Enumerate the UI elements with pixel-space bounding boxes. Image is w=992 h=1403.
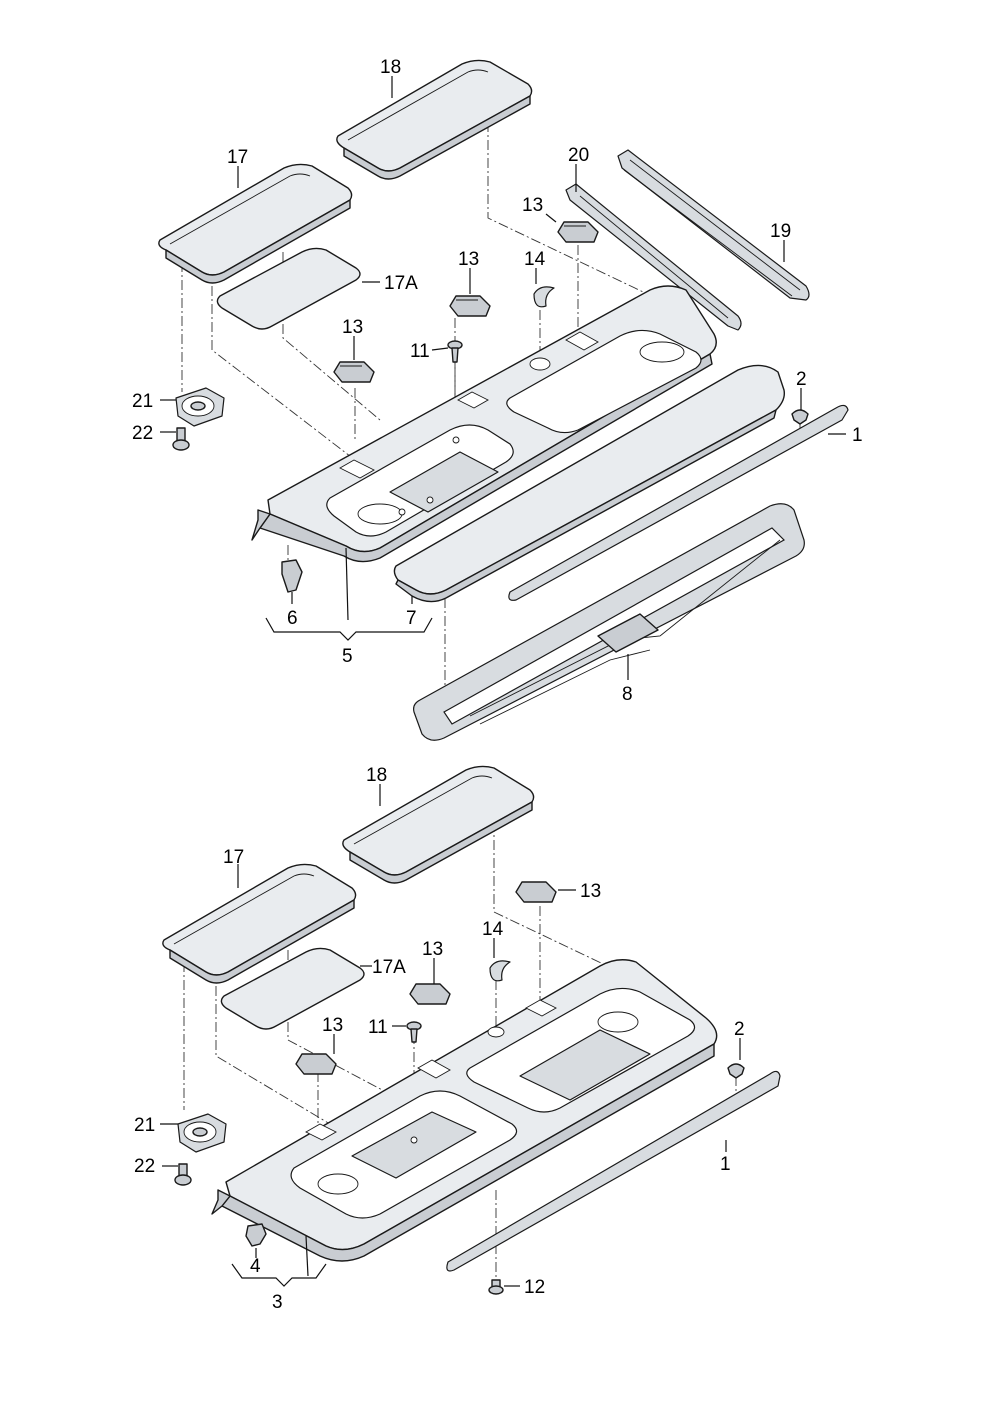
upper-callout-21: 21 <box>132 391 153 412</box>
part-18-trim-cover-lower <box>342 765 535 884</box>
part-11-screw <box>447 340 463 363</box>
lower-callout-2: 2 <box>734 1019 745 1040</box>
upper-callout-8: 8 <box>622 684 633 705</box>
part-1-trim-strip-lower <box>446 1070 781 1272</box>
upper-callout-1: 1 <box>852 425 863 446</box>
upper-callout-13-a: 13 <box>342 317 363 338</box>
lower-callout-18: 18 <box>366 765 387 786</box>
upper-callout-11: 11 <box>410 341 430 362</box>
part-13-cap-b <box>449 295 491 317</box>
part-19-seal-strip <box>617 149 810 301</box>
part-17-trim-cover-lower <box>162 863 357 984</box>
part-17a-insulation-pad-lower <box>220 947 365 1030</box>
upper-callout-19: 19 <box>770 221 791 242</box>
lower-callout-21: 21 <box>134 1115 155 1136</box>
upper-callout-7: 7 <box>406 608 417 629</box>
lower-leader-lines <box>160 784 741 1287</box>
grommet-icon <box>489 960 511 982</box>
part-8-roller-blind-mechanism <box>413 503 805 741</box>
lower-callout-13-a: 13 <box>322 1015 343 1036</box>
upper-callout-14: 14 <box>524 249 546 270</box>
part-5-parcel-shelf <box>251 285 717 563</box>
speaker-icon <box>175 387 225 427</box>
upper-callout-22: 22 <box>132 423 153 444</box>
part-2-expanding-clip-lower <box>727 1063 745 1079</box>
part-13-cap-lower-a <box>295 1053 337 1075</box>
upper-callout-13-c: 13 <box>522 195 543 216</box>
part-17a-insulation-pad <box>216 247 361 330</box>
part-3-parcel-shelf <box>211 959 718 1262</box>
lower-callout-12: 12 <box>524 1277 545 1298</box>
part-13-cap-c <box>557 221 599 243</box>
plug-icon <box>488 1279 504 1295</box>
speaker-icon-lower <box>177 1113 227 1153</box>
clip-icon <box>245 1223 267 1247</box>
part-13-cap-a <box>333 361 375 383</box>
lower-callout-3: 3 <box>272 1292 283 1313</box>
part-11-screw-lower <box>406 1021 422 1043</box>
upper-callout-13-b: 13 <box>458 249 479 270</box>
lower-callout-17: 17 <box>223 847 244 868</box>
lower-callout-17a: 17A <box>372 957 406 978</box>
lower-callout-13-c: 13 <box>580 881 601 902</box>
upper-callout-17: 17 <box>227 147 248 168</box>
upper-assembly: 18 17 17A 20 19 13 13 14 13 11 21 22 2 1… <box>132 57 863 741</box>
part-13-cap-lower-c <box>515 881 557 903</box>
upper-callout-17a: 17A <box>384 273 418 294</box>
upper-callout-5: 5 <box>342 646 353 667</box>
part-17-trim-cover <box>158 163 353 284</box>
lower-callout-14: 14 <box>482 919 504 940</box>
part-1-trim-strip <box>508 404 849 601</box>
upper-callout-18: 18 <box>380 57 401 78</box>
upper-leader-lines <box>160 76 846 680</box>
part-20-retaining-strip <box>565 183 742 331</box>
upper-callout-20: 20 <box>568 145 589 166</box>
part-14-grommet <box>533 286 555 308</box>
lower-callout-22: 22 <box>134 1156 155 1177</box>
lower-callout-11: 11 <box>368 1017 388 1038</box>
part-7-blind-cover <box>393 364 786 603</box>
lower-assembly: 18 17 17A 13 14 13 13 11 21 22 2 1 4 3 1… <box>134 765 781 1313</box>
lower-callout-1: 1 <box>720 1154 731 1175</box>
lower-callout-4: 4 <box>250 1256 261 1277</box>
lower-callout-13-b: 13 <box>422 939 443 960</box>
upper-callout-6: 6 <box>287 608 298 629</box>
part-2-expanding-clip <box>791 409 809 425</box>
screw-icon-lower <box>174 1163 192 1186</box>
upper-callout-2: 2 <box>796 369 807 390</box>
screw-icon <box>172 427 190 451</box>
part-6-clip <box>281 559 303 593</box>
part-13-cap-lower-b <box>409 983 451 1005</box>
part-18-trim-cover <box>336 59 533 180</box>
